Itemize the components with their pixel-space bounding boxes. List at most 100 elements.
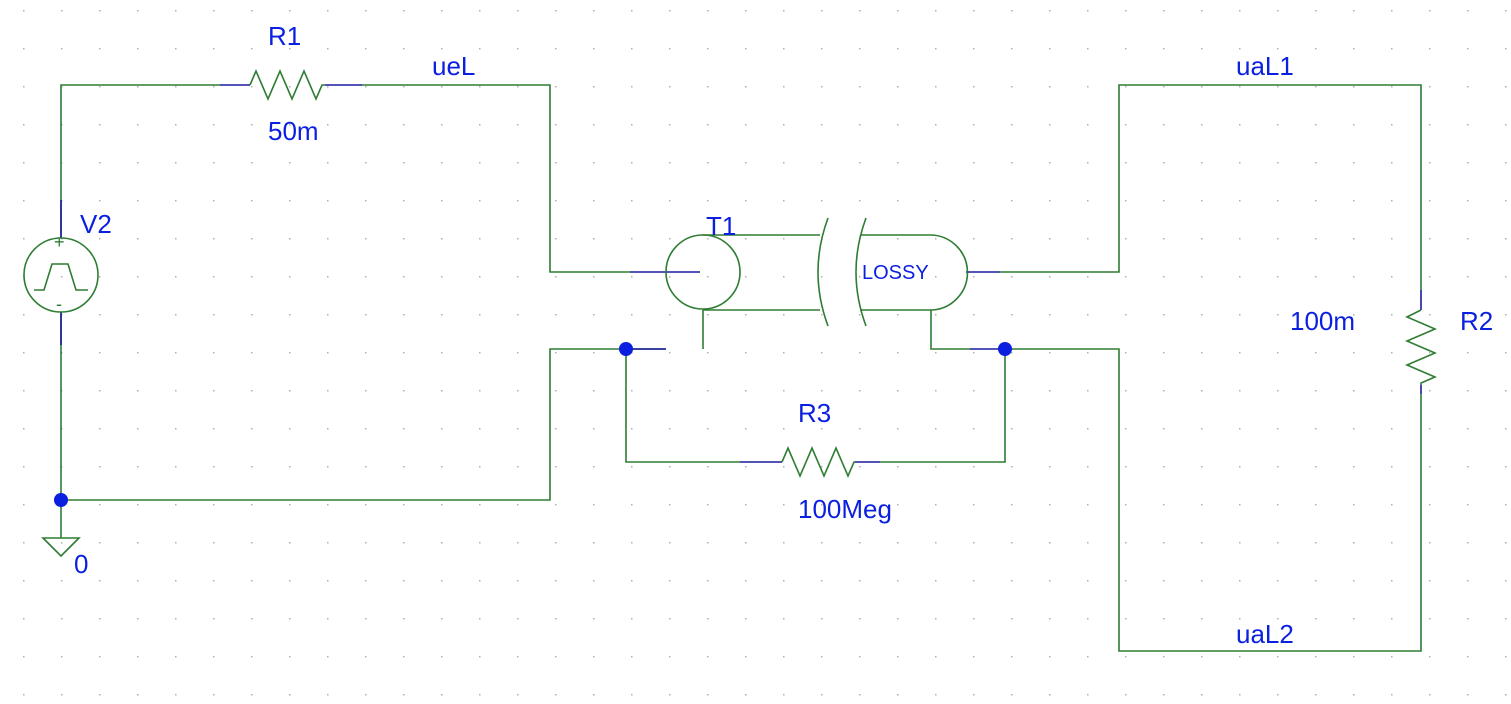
grid-dot xyxy=(99,314,101,316)
wire-gnd-return[interactable] xyxy=(61,348,626,501)
grid-dot xyxy=(631,504,633,506)
grid-dot xyxy=(1125,10,1127,12)
grid-dot xyxy=(251,352,253,354)
wire-v2-r1[interactable] xyxy=(60,84,220,238)
resistor-r2[interactable]: R2 100m xyxy=(1290,306,1493,385)
grid-dot xyxy=(1353,618,1355,620)
grid-dot xyxy=(1467,124,1469,126)
wire-ual1[interactable] xyxy=(1000,84,1422,290)
grid-dot xyxy=(1429,390,1431,392)
wire-ual2[interactable] xyxy=(1005,348,1422,652)
net-label-ual1[interactable]: uaL1 xyxy=(1236,51,1294,81)
grid-dot xyxy=(479,162,481,164)
grid-dot xyxy=(1277,694,1279,696)
grid-dot xyxy=(1087,200,1089,202)
wire-r3-left[interactable] xyxy=(625,349,740,463)
grid-dot xyxy=(1277,504,1279,506)
net-label-uel[interactable]: ueL xyxy=(432,51,475,81)
r3-ref-label: R3 xyxy=(798,398,831,428)
grid-dot xyxy=(251,428,253,430)
grid-dot xyxy=(745,86,747,88)
net-label-ual2[interactable]: uaL2 xyxy=(1236,619,1294,649)
grid-dot xyxy=(1353,162,1355,164)
grid-dot xyxy=(1049,48,1051,50)
grid-dot xyxy=(441,162,443,164)
grid-dot xyxy=(289,390,291,392)
grid-dot xyxy=(1467,238,1469,240)
grid-dot xyxy=(1505,48,1507,50)
grid-dot xyxy=(1011,542,1013,544)
resistor-r1[interactable]: R1 50m xyxy=(249,21,325,146)
grid-dot xyxy=(973,276,975,278)
grid-dot xyxy=(365,580,367,582)
grid-dot xyxy=(859,314,861,316)
wire-t1-ref-out[interactable] xyxy=(930,312,970,350)
grid-dot xyxy=(479,10,481,12)
grid-dot xyxy=(61,694,63,696)
grid-dot xyxy=(631,124,633,126)
grid-dot xyxy=(745,504,747,506)
wire-r3-right[interactable] xyxy=(880,349,1006,463)
voltage-source-v2[interactable]: + - V2 xyxy=(23,209,112,314)
grid-dot xyxy=(1163,48,1165,50)
grid-dot xyxy=(517,162,519,164)
grid-dot xyxy=(593,694,595,696)
grid-dot xyxy=(973,390,975,392)
grid-dot xyxy=(1467,276,1469,278)
grid-dot xyxy=(137,656,139,658)
grid-dot xyxy=(517,200,519,202)
grid-dot xyxy=(1049,314,1051,316)
grid-dot xyxy=(1429,314,1431,316)
ground-symbol[interactable]: 0 xyxy=(41,537,88,579)
grid-dot xyxy=(1239,466,1241,468)
grid-dot xyxy=(175,10,177,12)
grid-dot xyxy=(517,694,519,696)
wire-ueL[interactable] xyxy=(362,84,630,273)
grid-dot xyxy=(593,314,595,316)
grid-dot xyxy=(1467,542,1469,544)
grid-dot xyxy=(631,314,633,316)
grid-dot xyxy=(593,504,595,506)
grid-dot xyxy=(745,162,747,164)
grid-dot xyxy=(61,276,63,278)
grid-dot xyxy=(707,428,709,430)
grid-dot xyxy=(327,618,329,620)
transmission-line-t1[interactable]: T1 LOSSY xyxy=(665,211,969,349)
grid-dot xyxy=(555,466,557,468)
grid-dot xyxy=(1315,238,1317,240)
grid-dot xyxy=(1049,200,1051,202)
v2-body xyxy=(23,237,99,313)
grid-dot xyxy=(99,428,101,430)
grid-dot xyxy=(213,504,215,506)
grid-dot xyxy=(1315,10,1317,12)
grid-dot xyxy=(289,694,291,696)
grid-dot xyxy=(251,656,253,658)
grid-dot xyxy=(1505,276,1507,278)
grid-dot xyxy=(1239,428,1241,430)
t1-ref-label: T1 xyxy=(706,211,736,241)
grid-dot xyxy=(1391,162,1393,164)
grid-dot xyxy=(707,162,709,164)
grid-dot xyxy=(707,580,709,582)
grid-dot xyxy=(897,542,899,544)
grid-dot xyxy=(707,10,709,12)
grid-dot xyxy=(1391,314,1393,316)
grid-dot xyxy=(1201,618,1203,620)
resistor-r3[interactable]: R3 100Meg xyxy=(781,398,892,524)
grid-dot xyxy=(859,200,861,202)
grid-dot xyxy=(1087,656,1089,658)
grid-dot xyxy=(555,10,557,12)
grid-dot xyxy=(1011,124,1013,126)
grid-dot xyxy=(1467,314,1469,316)
grid-dot xyxy=(745,466,747,468)
junctions xyxy=(54,342,1012,507)
grid-dot xyxy=(707,504,709,506)
grid-dot xyxy=(1505,504,1507,506)
grid-dot xyxy=(23,390,25,392)
grid-dot xyxy=(1087,276,1089,278)
grid-dot xyxy=(441,466,443,468)
grid-dot xyxy=(289,124,291,126)
grid-dot xyxy=(1429,580,1431,582)
grid-dot xyxy=(859,656,861,658)
grid-dot xyxy=(1277,86,1279,88)
